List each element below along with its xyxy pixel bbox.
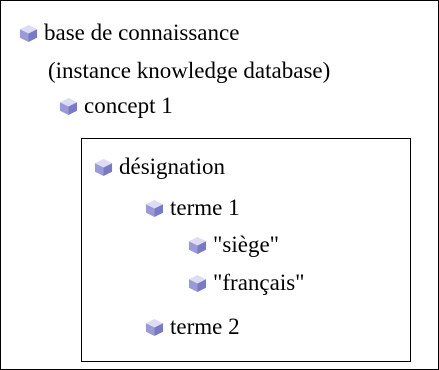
cube-bullet-icon <box>19 24 38 42</box>
tree-node-designation: désignation <box>94 153 225 181</box>
concept-label: concept 1 <box>84 93 173 118</box>
tree-node-term2: terme 2 <box>145 313 240 341</box>
cube-bullet-icon <box>188 236 207 254</box>
root-subtitle: (instance knowledge database) <box>48 58 331 83</box>
cube-bullet-icon <box>188 274 207 292</box>
designation-box: désignation terme 1 "siège" <box>81 138 411 362</box>
tree-node-concept: concept 1 <box>59 92 173 120</box>
cube-bullet-icon <box>145 199 164 217</box>
tree-node-value-francais: "français" <box>188 269 305 297</box>
cube-bullet-icon <box>94 158 113 176</box>
designation-label: désignation <box>119 154 226 179</box>
term2-label: terme 2 <box>170 314 240 339</box>
value-francais-label: "français" <box>213 270 305 295</box>
term1-label: terme 1 <box>170 195 240 220</box>
tree-node-value-siege: "siège" <box>188 231 279 259</box>
cube-bullet-icon <box>145 318 164 336</box>
root-subtitle-line: (instance knowledge database) <box>48 57 438 85</box>
cube-bullet-icon <box>59 97 78 115</box>
tree-node-root: base de connaissance <box>19 19 239 47</box>
tree-node-term1: terme 1 <box>145 194 240 222</box>
root-label: base de connaissance <box>44 20 240 45</box>
value-siege-label: "siège" <box>213 232 280 257</box>
